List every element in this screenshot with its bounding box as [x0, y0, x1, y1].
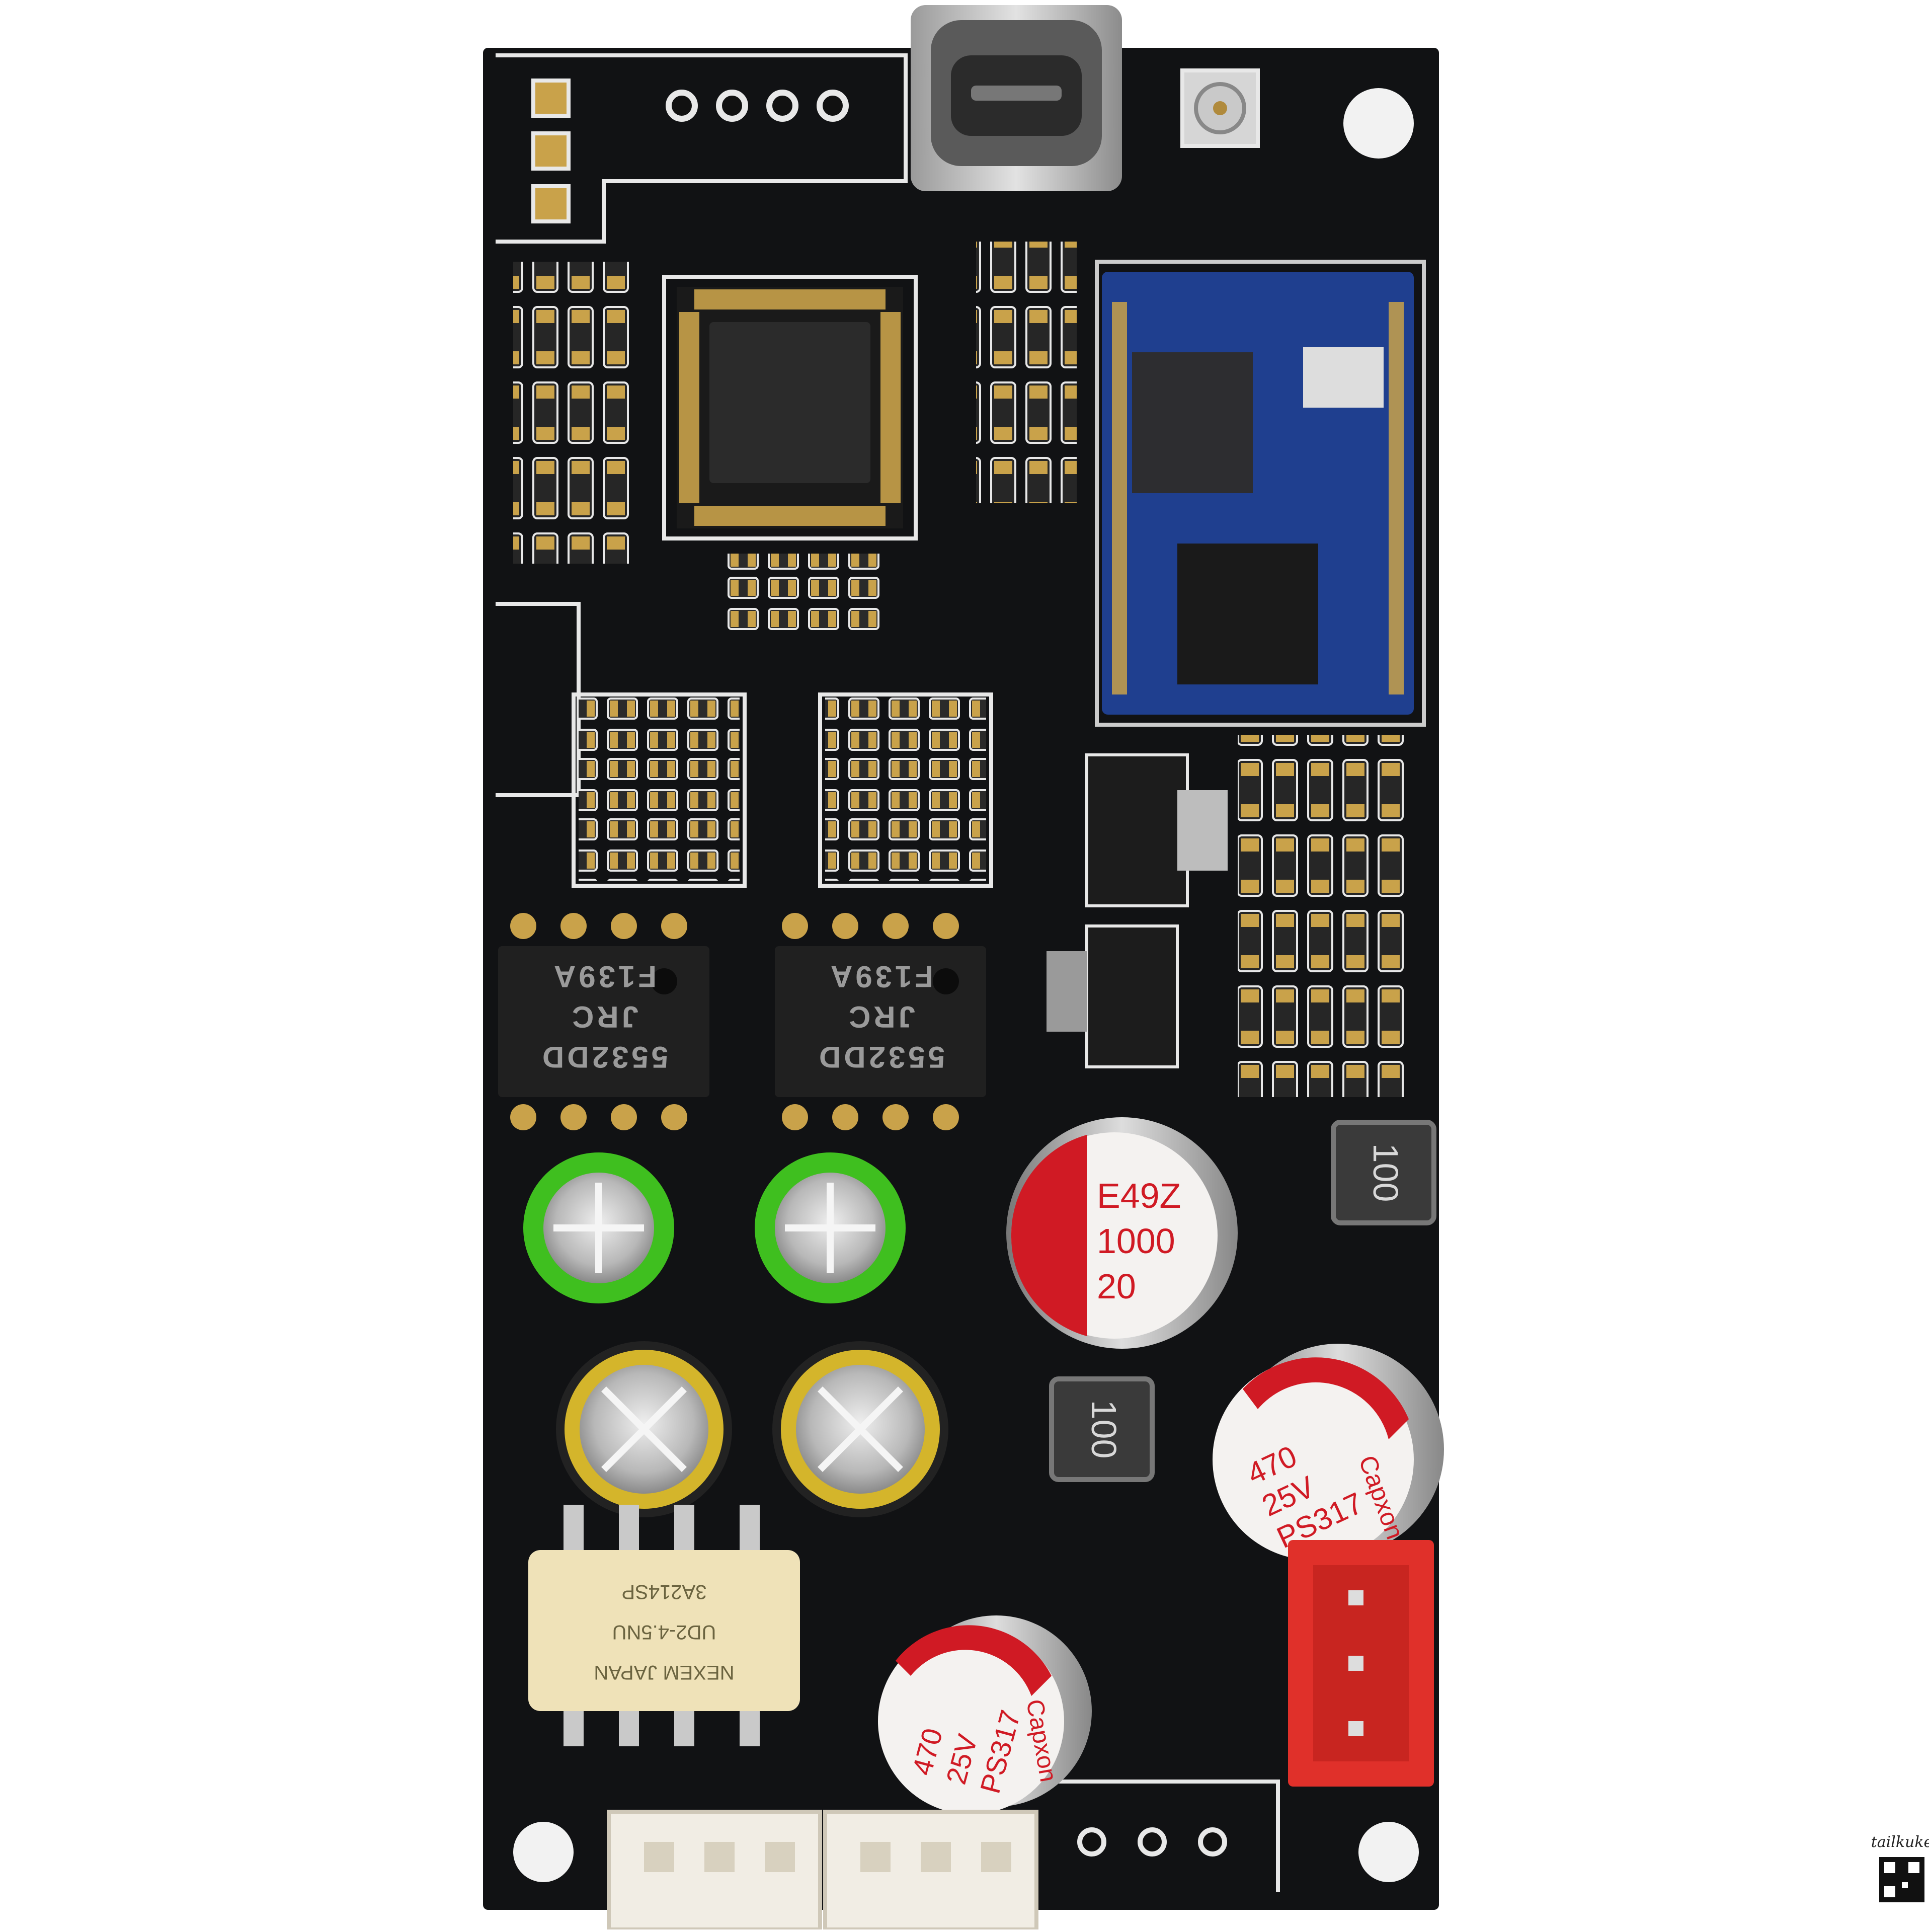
inductor-1-label: 100 [1366, 1143, 1405, 1202]
relay: NEXEM JAPAN UD2-4.5NU 3A214SP [528, 1505, 800, 1746]
opamp-1-line3: F139A [551, 960, 657, 993]
header-holes-bottom [1077, 1827, 1227, 1857]
header-pads-top-left [531, 79, 571, 223]
smd-column-center [976, 242, 1077, 503]
relay-line2: UD2-4.5NU [612, 1621, 716, 1643]
relay-line3: 3A214SP [621, 1581, 706, 1603]
bluetooth-module [1102, 272, 1414, 715]
usb-c-connector [911, 5, 1122, 191]
inductor-2-label: 100 [1084, 1400, 1123, 1459]
opamp-chip-2: F139A JRC 5532DD [775, 913, 986, 1130]
watermark-text: tailkuke [1871, 1833, 1929, 1851]
relay-line1: NEXEM JAPAN [594, 1661, 734, 1683]
header-holes-top [666, 90, 849, 122]
smd-column-left [513, 262, 634, 564]
main-capacitor: E49Z 1000 20 [1006, 1117, 1238, 1349]
main-cap-line2: 1000 [1097, 1221, 1175, 1261]
opamp-1-line2: JRC [569, 1000, 638, 1034]
opamp-1-line1: 5532DD [539, 1040, 668, 1074]
smd-column-right [1238, 735, 1409, 1097]
yellow-capacitor-1 [556, 1341, 732, 1517]
inductor-top-right: 100 [1331, 1120, 1436, 1225]
green-capacitor-1 [523, 1152, 674, 1303]
right-capacitor: 470 25V PS317 Capxon [1213, 1344, 1444, 1560]
inductor-center: 100 [1049, 1376, 1155, 1482]
opamp-chip-1: F139A JRC 5532DD [498, 913, 709, 1130]
opamp-2-line2: JRC [846, 1000, 915, 1034]
smd-array-left [579, 694, 740, 881]
bottom-capacitor: 470 25V PS317 Capxon [878, 1615, 1092, 1814]
mounting-holes [513, 88, 1419, 1882]
watermark: tailkuke [1871, 1833, 1929, 1902]
smd-array-middle [825, 694, 986, 881]
yellow-capacitor-2 [772, 1341, 948, 1517]
audio-connectors-white [607, 1810, 1038, 1931]
main-controller-chip [677, 287, 903, 528]
opamp-2-line1: 5532DD [816, 1040, 945, 1074]
antenna-connector [1180, 68, 1260, 148]
smd-array-top [725, 554, 886, 634]
green-capacitor-2 [755, 1152, 906, 1303]
power-connector-red [1288, 1540, 1434, 1787]
main-cap-line1: E49Z [1097, 1176, 1181, 1215]
regulators [1047, 753, 1228, 1068]
silkscreen-lines [496, 53, 1426, 1892]
opamp-2-line3: F139A [828, 960, 933, 993]
main-cap-line3: 20 [1097, 1267, 1136, 1306]
